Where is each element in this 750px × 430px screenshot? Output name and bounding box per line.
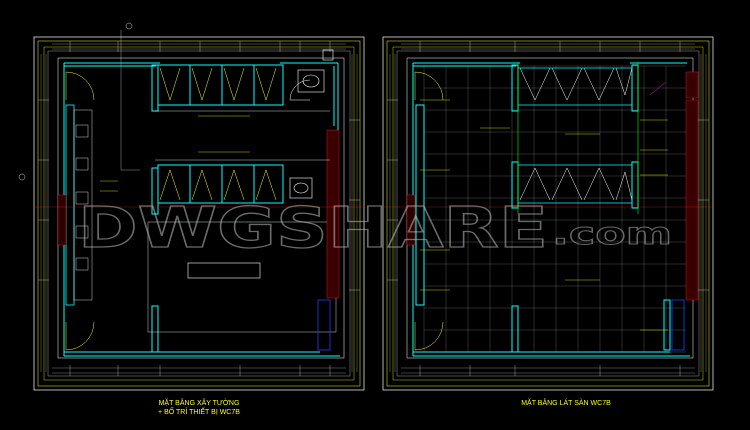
left-toilet-fixtures xyxy=(159,67,277,201)
right-wall-hatch-top xyxy=(685,71,699,99)
watermark-brand: DWGSHARE xyxy=(78,196,548,261)
right-blue-panel xyxy=(671,299,685,351)
watermark: DWGSHARE .com xyxy=(77,195,672,261)
right-sheet-title: MẶT BẰNG LÁT SÀN WC7B xyxy=(521,398,611,407)
left-sheet-title: MẶT BẰNG XÂY TƯỜNG + BỐ TRÍ THIẾT BỊ WC7… xyxy=(158,398,240,416)
left-blue-panel xyxy=(317,299,331,351)
left-title-line2: + BỐ TRÍ THIẾT BỊ WC7B xyxy=(158,406,240,416)
left-wall-hatch-small xyxy=(57,194,67,246)
left-sheet: MẶT BẰNG XÂY TƯỜNG + BỐ TRÍ THIẾT BỊ WC7… xyxy=(18,22,365,416)
left-doors xyxy=(65,71,311,351)
left-sheet-frame xyxy=(33,36,365,391)
right-sheet: MẶT BẰNG LÁT SÀN WC7B xyxy=(382,36,714,407)
right-annotations xyxy=(420,99,668,331)
left-cubicles-lower xyxy=(155,159,330,204)
left-dimension-lines xyxy=(38,30,360,376)
right-doors xyxy=(414,71,444,351)
right-cubicles xyxy=(518,67,633,204)
right-wall-hatch xyxy=(685,99,699,301)
left-annotations xyxy=(100,115,250,192)
right-wall-hatch-small xyxy=(406,194,416,246)
right-door-magenta xyxy=(649,81,667,96)
right-title-line1: MẶT BẰNG LÁT SÀN WC7B xyxy=(521,398,611,407)
right-green-lines xyxy=(517,63,639,214)
right-dimension-lines xyxy=(387,41,709,376)
right-tile-grid xyxy=(423,65,686,353)
left-wall-hatch xyxy=(326,129,340,299)
left-cubicles-upper xyxy=(155,64,330,112)
left-title-line1: MẶT BẰNG XÂY TƯỜNG xyxy=(159,398,240,407)
right-sheet-frame xyxy=(382,36,714,391)
left-axis-markers xyxy=(18,22,133,181)
left-sanitary-fixtures xyxy=(187,49,334,279)
watermark-suffix: .com xyxy=(552,217,672,252)
